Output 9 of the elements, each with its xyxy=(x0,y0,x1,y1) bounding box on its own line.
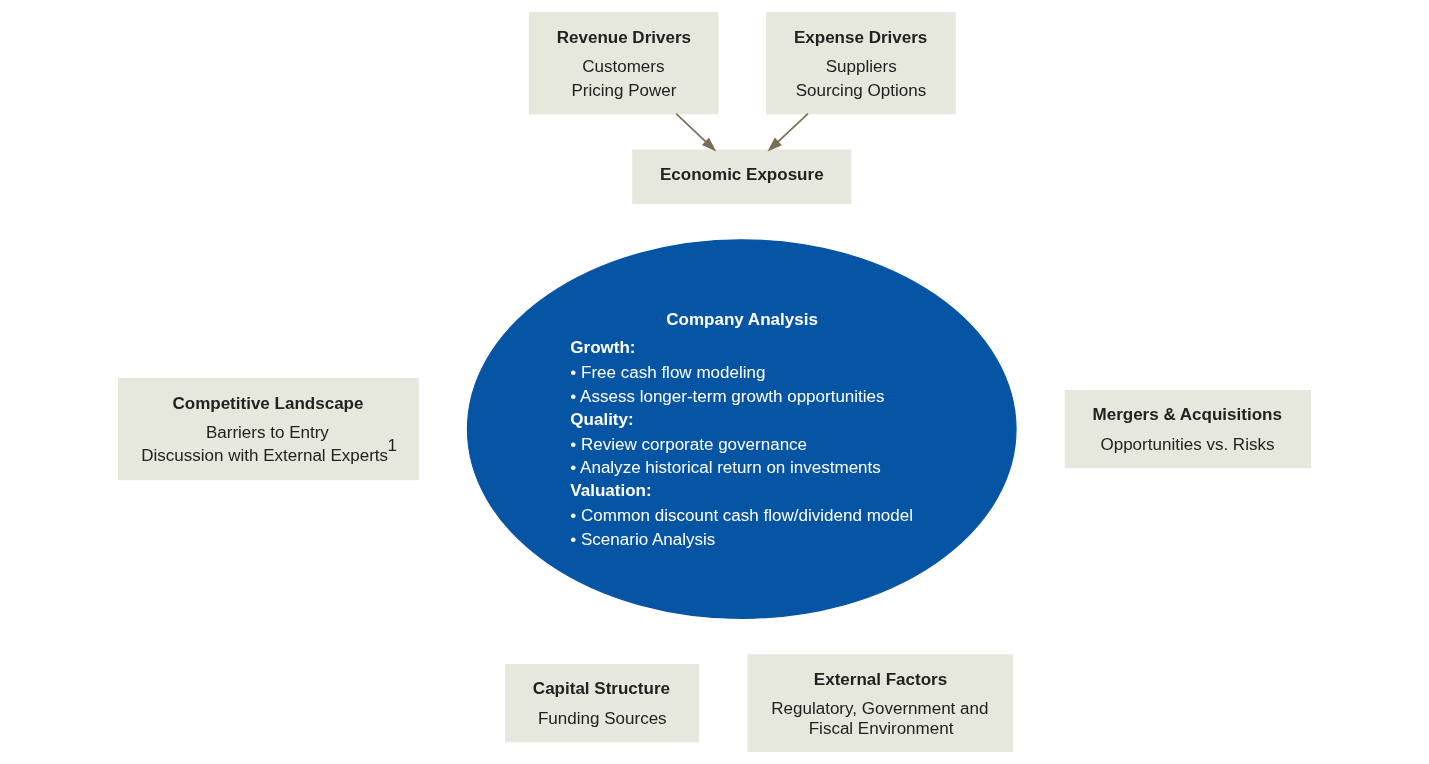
arrow xyxy=(675,112,717,152)
node-box: Capital Structure Funding Sources xyxy=(505,663,700,743)
node-box: Expense Drivers Suppliers Sourcing Options xyxy=(766,12,956,115)
node-box: External Factors Regulatory, Government and Fiscal Environment xyxy=(747,654,1014,752)
node-ellipse: Company Analysis Growth: • Free cash flow modeling • Assess longer-term growth opportunities Quality: • Review corporate governance • Analyze historical return on investments Valuation: • Common discount cash flow/dividend model • Scenario Analysis xyxy=(466,239,1017,619)
node-box: Economic Exposure xyxy=(632,149,852,204)
node-box: Mergers & Acquisitions Opportunities vs. Risks xyxy=(1064,389,1312,469)
arrow xyxy=(767,112,809,152)
node-box: Revenue Drivers Customers Pricing Power xyxy=(528,12,719,115)
